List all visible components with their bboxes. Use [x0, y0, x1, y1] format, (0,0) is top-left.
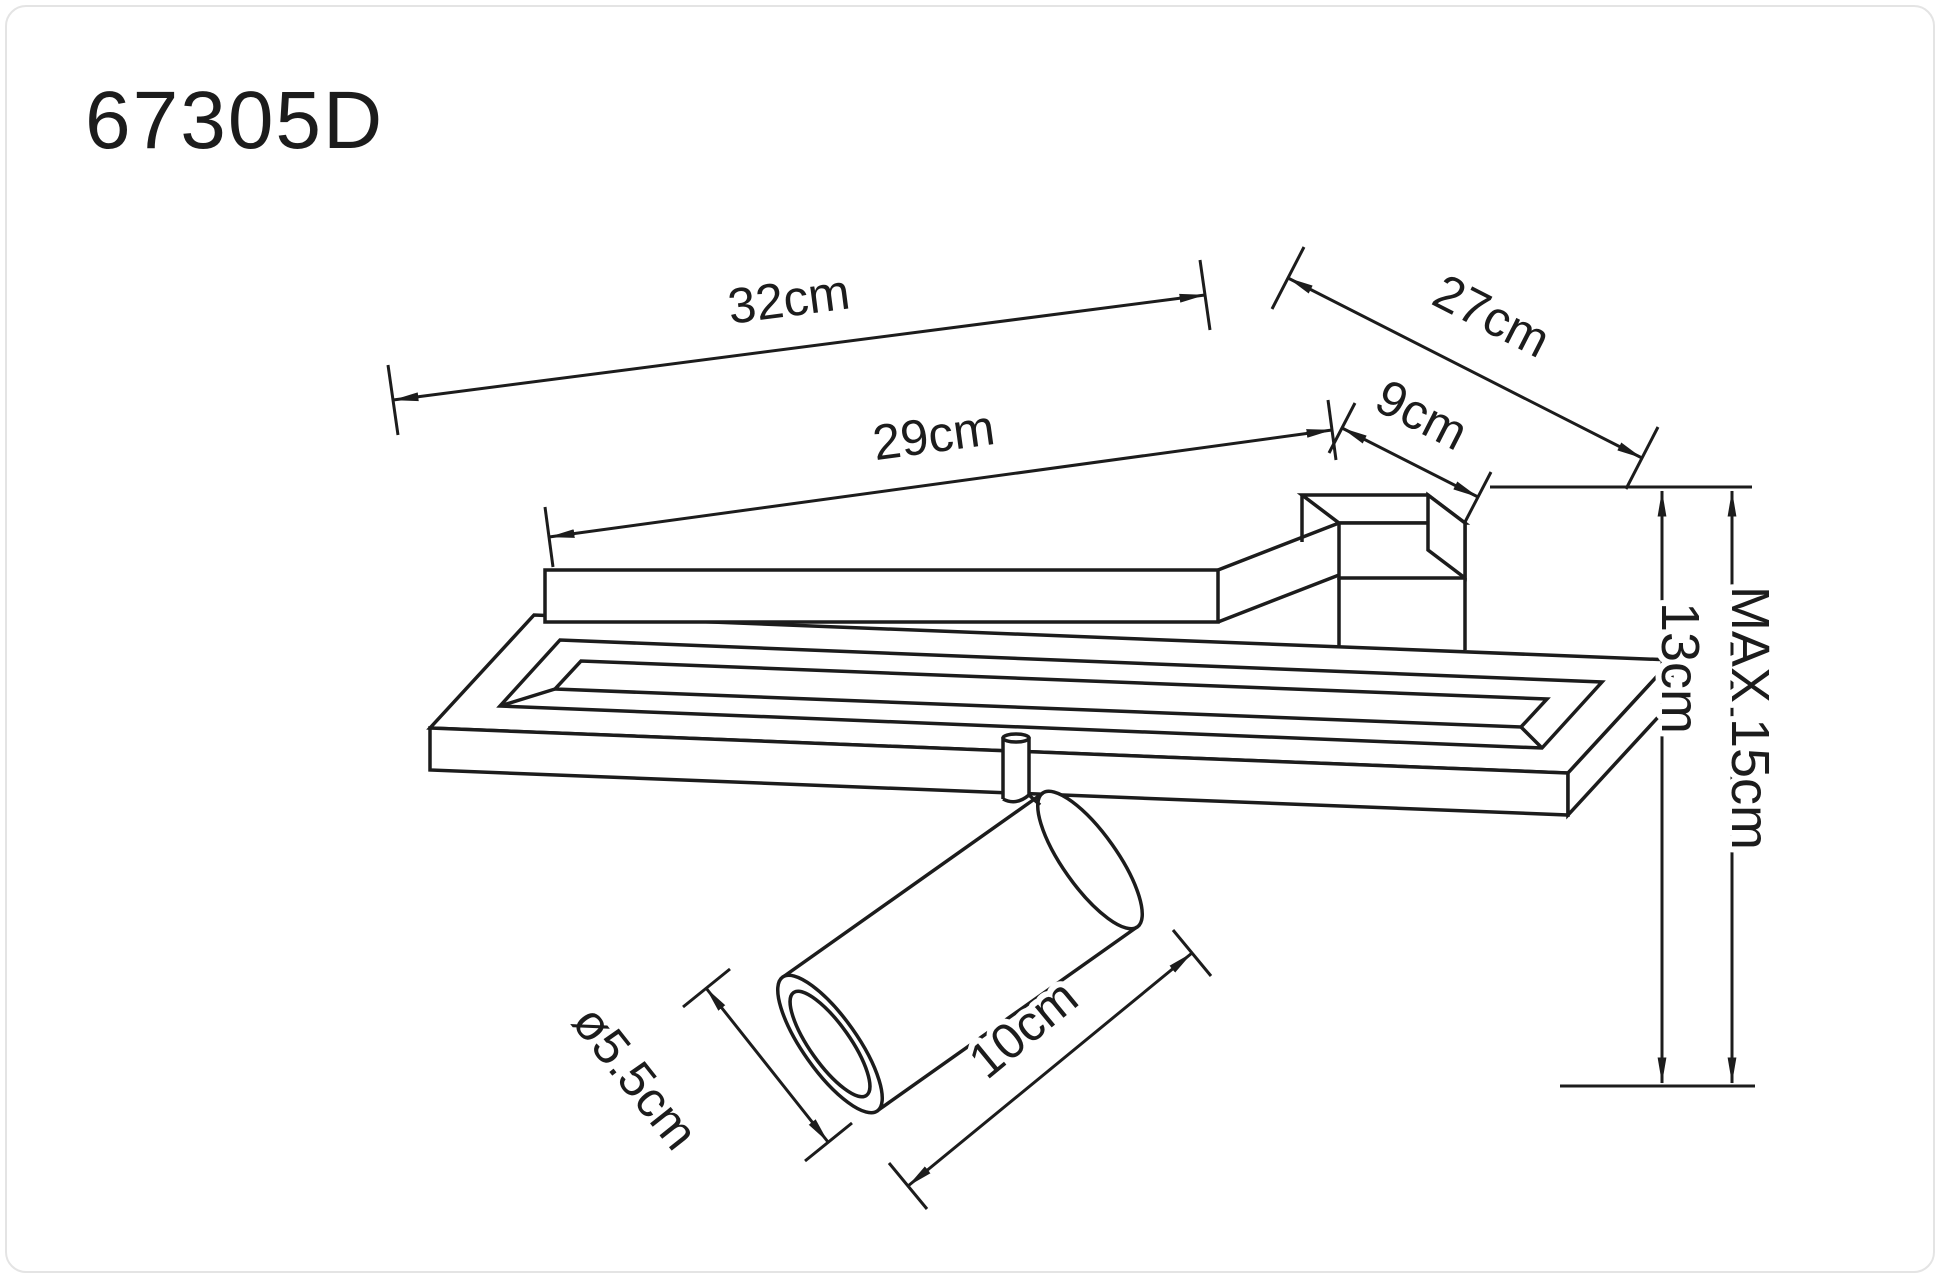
dim-tick	[1171, 929, 1213, 977]
spotlight-stem	[1001, 732, 1042, 807]
dim-line-32	[392, 293, 1206, 402]
stem-top-cap	[1001, 732, 1031, 744]
dim-line-29	[548, 428, 1333, 539]
dim-line-27	[1287, 276, 1643, 460]
housing-top-edge	[1217, 521, 1340, 572]
plate-inner-panel	[551, 659, 1551, 729]
frame-recess-edge-left	[499, 687, 556, 708]
dimension-height-13: 13cm	[1490, 485, 1755, 1088]
dim-label-29cm: 29cm	[869, 399, 998, 471]
dim-label-27cm: 27cm	[1425, 263, 1559, 368]
dim-tick	[804, 1121, 853, 1163]
dim-tick	[386, 364, 400, 436]
dim-tick	[1624, 426, 1660, 490]
housing-bottom-edge	[1217, 573, 1340, 624]
mounting-bracket	[1296, 491, 1471, 650]
cylinder-body-fill	[783, 793, 1137, 1111]
frame-recess-edge-right	[1519, 725, 1544, 750]
dim-tick	[1270, 246, 1306, 310]
plate-inner-frame	[496, 638, 1606, 750]
cylinder-edge-top	[781, 791, 1045, 979]
page-title: 67305D	[85, 75, 384, 166]
fixture-base-plate	[426, 613, 1676, 820]
dim-label-max-15cm: MAX 15cm	[1720, 586, 1780, 850]
dim-tick	[1326, 399, 1338, 461]
dim-line-9	[1341, 426, 1479, 499]
dim-tick	[1463, 471, 1493, 523]
dim-label-diameter: ø5.5cm	[562, 995, 709, 1160]
page-border	[5, 5, 1935, 1273]
dim-tick	[1327, 402, 1357, 454]
dim-line-diameter	[704, 987, 830, 1143]
stem-bottom	[1002, 793, 1031, 804]
dim-label-13cm: 13cm	[1650, 602, 1710, 734]
dim-line-10	[907, 951, 1193, 1188]
dim-tick	[543, 506, 555, 568]
dim-tick	[887, 1162, 929, 1210]
dim-tick	[682, 967, 731, 1009]
dimension-width-32: 32cm	[386, 258, 1212, 436]
dim-tick	[1198, 259, 1212, 331]
stem-joint	[1027, 793, 1042, 807]
led-housing	[543, 521, 1340, 624]
dim-label-32cm: 32cm	[725, 264, 853, 335]
dimension-housing-29: 29cm	[543, 393, 1338, 568]
housing-strip	[543, 568, 1220, 624]
stem-fill	[1003, 737, 1029, 799]
dimension-max-height-15: MAX 15cm	[1714, 490, 1786, 1084]
spotlight-cylinder	[775, 789, 1145, 1115]
plate-right-face	[1566, 655, 1674, 820]
